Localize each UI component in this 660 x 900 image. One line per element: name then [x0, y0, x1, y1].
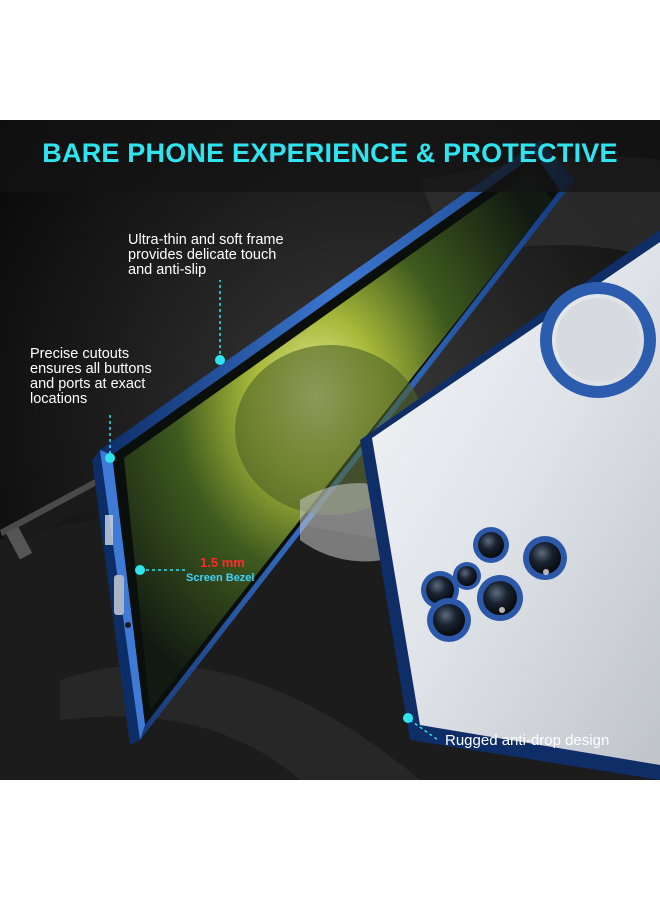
callout-frame-line: provides delicate touch: [128, 247, 277, 263]
callout-cutouts-line: locations: [30, 391, 88, 407]
bezel-label: Screen Bezel: [186, 572, 255, 584]
title-band: [0, 120, 660, 192]
bezel-value: 1.5: [200, 555, 219, 570]
callout-drop: Rugged anti-drop design: [445, 732, 610, 749]
bezel-unit: mm: [221, 555, 245, 570]
callout-dots: [105, 355, 413, 723]
callout-cutouts: Precise cutouts ensures all buttons and …: [30, 347, 180, 407]
callout-frame-line: Ultra-thin and soft frame: [128, 232, 284, 248]
camera-lenses: [421, 527, 567, 642]
bezel-measure: 1.5 mm: [200, 555, 245, 570]
front-phone: [92, 140, 575, 745]
stylus-pen: [0, 472, 118, 560]
callout-frame-line: and anti-slip: [128, 262, 207, 278]
callout-frame: Ultra-thin and soft frame provides delic…: [128, 233, 348, 278]
page-title: BARE PHONE EXPERIENCE & PROTECTIVE: [42, 138, 618, 168]
callout-cutouts-line: and ports at exact: [30, 376, 146, 392]
phone-case-illustration: [0, 120, 660, 780]
product-photo: BARE PHONE EXPERIENCE & PROTECTIVE Ultra…: [0, 120, 660, 780]
callout-cutouts-line: Precise cutouts: [30, 346, 130, 362]
callout-leaders: [109, 280, 439, 741]
back-phone: [360, 230, 660, 780]
callout-cutouts-line: ensures all buttons: [30, 361, 152, 377]
